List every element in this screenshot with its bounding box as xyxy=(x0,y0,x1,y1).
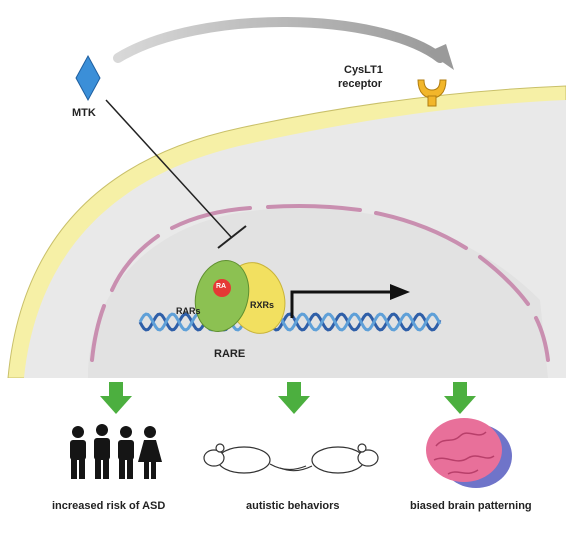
people-icon xyxy=(70,424,162,479)
down-arrow-1 xyxy=(100,382,132,414)
brain-icon xyxy=(426,418,512,488)
rar-label: RARs xyxy=(176,306,201,316)
mtk-label: MTK xyxy=(72,107,96,119)
outcome-label-asd: increased risk of ASD xyxy=(52,500,166,512)
down-arrow-2 xyxy=(278,382,310,414)
rare-label: RARE xyxy=(214,348,246,360)
dna-helix xyxy=(138,312,442,332)
mtk-to-receptor-arrowhead xyxy=(428,44,454,70)
receptor-label-line2: receptor xyxy=(338,78,383,90)
transcription-arrowhead xyxy=(390,284,410,300)
inhibition-bar xyxy=(217,225,247,249)
cell xyxy=(7,85,566,378)
receptor-label-line1: CysLT1 xyxy=(344,64,383,76)
outcome-label-behaviors: autistic behaviors xyxy=(246,500,340,512)
outcome-label-brain: biased brain patterning xyxy=(410,500,532,512)
down-arrow-3 xyxy=(444,382,476,414)
ra-label: RA xyxy=(216,283,227,290)
nuclear-envelope xyxy=(90,204,550,362)
rxr-label: RXRs xyxy=(250,300,275,310)
mice-icon xyxy=(203,443,379,474)
mtk-to-receptor-arrow xyxy=(113,17,445,63)
mtk-diamond-icon xyxy=(75,54,101,102)
ra-ligand xyxy=(213,279,231,297)
inhibition-line xyxy=(105,99,233,239)
cyslt1-receptor-icon xyxy=(417,79,447,107)
transcription-arrow xyxy=(290,290,392,318)
